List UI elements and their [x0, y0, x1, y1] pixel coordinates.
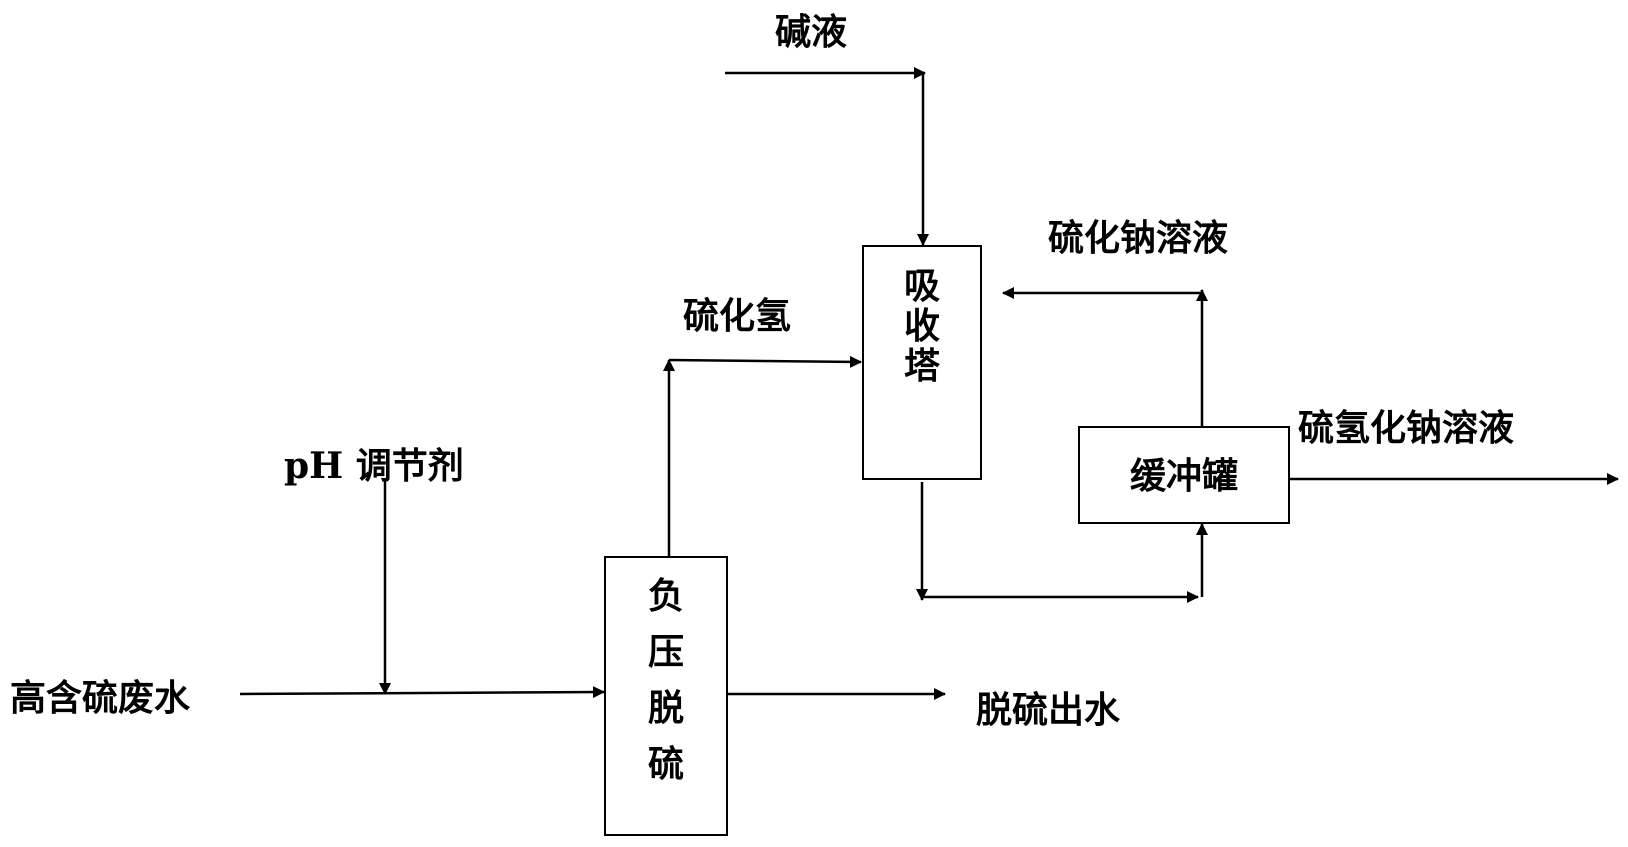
- vacuum-desulfurization-label: 负 压 脱 硫: [646, 578, 686, 782]
- absorber-char-3: 塔: [903, 345, 940, 387]
- vacuum-char-1: 负: [647, 575, 684, 617]
- desulfurized-water-label: 脱硫出水: [976, 689, 1121, 731]
- wastewater-line: [239, 686, 605, 699]
- na2s-solution-label: 硫化钠溶液: [1048, 217, 1229, 259]
- absorber-char-1: 吸: [903, 265, 940, 307]
- vacuum-char-2: 压: [647, 631, 684, 673]
- ph-agent-label: pH 调节剂: [284, 445, 464, 487]
- lye-label: 碱液: [775, 11, 848, 53]
- absorber-char-2: 收: [903, 305, 940, 347]
- wastewater-label: 高含硫废水: [10, 677, 191, 719]
- h2s-label: 硫化氢: [683, 295, 792, 337]
- absorber-box: [862, 245, 982, 480]
- buffer-tank-box: [1078, 426, 1290, 524]
- vacuum-char-4: 硫: [647, 743, 684, 785]
- absorber-label: 吸 收 塔: [902, 268, 942, 384]
- h2s-right-line: [668, 355, 862, 368]
- vacuum-char-3: 脱: [647, 687, 684, 729]
- vacuum-desulfurization-box: [604, 556, 728, 836]
- buffer-tank-label: 缓冲罐: [1129, 455, 1238, 497]
- nahs-solution-label: 硫氢化钠溶液: [1298, 407, 1515, 449]
